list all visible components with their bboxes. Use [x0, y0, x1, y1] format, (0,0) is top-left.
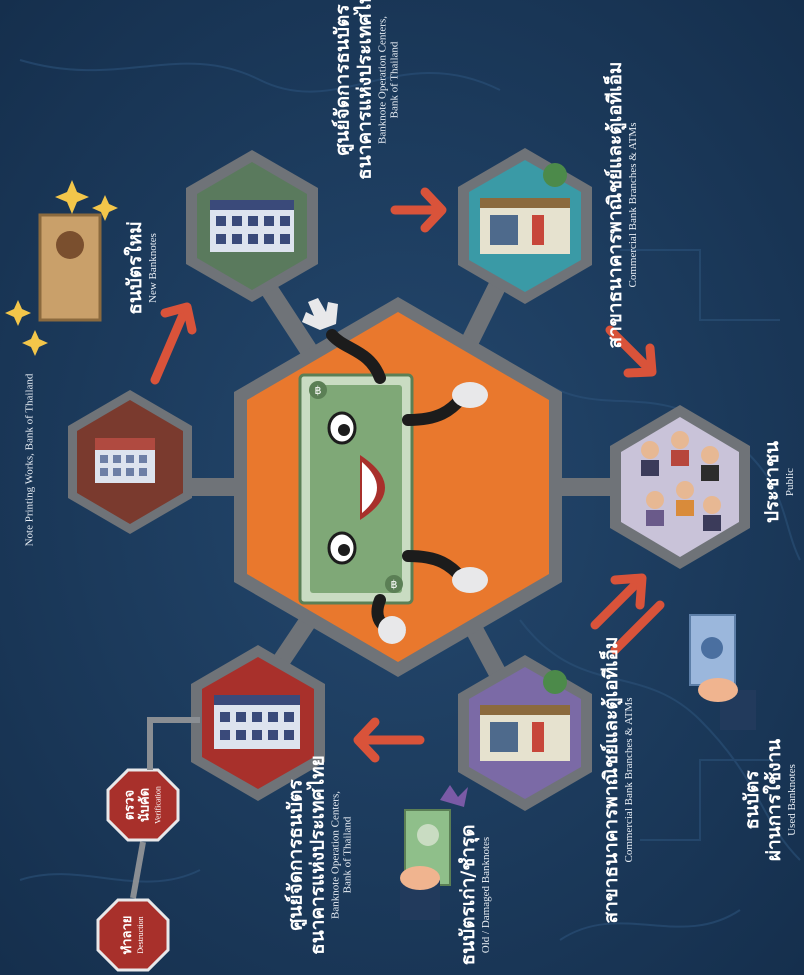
operation-bottom-th2: ธนาคารแห่งประเทศไทย: [306, 755, 329, 955]
used-banknote-hand-icon: [689, 614, 756, 730]
banknote-mascot: ฿ ฿: [298, 298, 488, 644]
destruction-sign: [96, 898, 170, 972]
flow-arrows: [150, 187, 665, 763]
new-banknotes-th: ธนบัตรใหม่: [123, 221, 146, 315]
operation-bottom-en1: Banknote Operation Centers,: [329, 791, 342, 919]
old-damaged-en: Old / Damaged Banknotes: [479, 836, 492, 954]
destruction-path: [130, 717, 200, 899]
used-banknotes-en: Used Banknotes: [785, 764, 798, 836]
verification-th2: นับคัด: [137, 787, 153, 823]
node-operation-top: [186, 150, 318, 302]
commercial-top-th: สาขาธนาคารพาณิชย์และตู้เอทีเอ็ม: [603, 61, 626, 349]
node-printing-works: [68, 390, 192, 534]
destruction-en: Destruction: [135, 916, 145, 954]
operation-bottom-en2: Bank of Thailand: [341, 816, 354, 894]
commercial-bottom-th: สาขาธนาคารพาณิชย์และตู้เอทีเอ็ม: [599, 636, 622, 924]
operation-bottom-th1: ศูนย์จัดการธนบัตร: [284, 779, 307, 931]
public-en: Public: [783, 467, 796, 497]
svg-text:฿: ฿: [315, 384, 322, 397]
operation-top-th1: ศูนย์จัดการธนบัตร: [331, 4, 354, 156]
node-public: [610, 405, 750, 569]
operation-top-th2: ธนาคารแห่งประเทศไทย: [353, 0, 376, 180]
printing-works-en: Note Printing Works, Bank of Thailand: [23, 373, 36, 547]
damaged-banknote-hand-icon: [400, 785, 468, 920]
verification-en: Verification: [153, 786, 163, 824]
commercial-top-en: Commercial Bank Branches & ATMs: [626, 122, 639, 288]
old-damaged-th: ธนบัตรเก่า/ชำรุด: [456, 824, 479, 966]
verification-th1: ตรวจ: [122, 789, 138, 821]
used-banknotes-th1: ธนบัตร: [740, 770, 763, 830]
public-th: ประชาชน: [760, 441, 783, 523]
svg-text:฿: ฿: [391, 578, 398, 591]
commercial-bottom-en: Commercial Bank Branches & ATMs: [622, 697, 635, 863]
node-commercial-bottom: [458, 655, 592, 811]
operation-top-en2: Bank of Thailand: [388, 41, 401, 119]
node-commercial-top: [458, 148, 592, 304]
new-banknotes-en: New Banknotes: [146, 233, 159, 303]
node-operation-bottom: [191, 645, 325, 801]
destruction-th: ทำลาย: [119, 915, 135, 955]
new-banknote-icon: [38, 213, 102, 322]
used-banknotes-th2: ผ่านการใช้งาน: [762, 738, 785, 862]
sparkle-icons: [5, 180, 118, 356]
verification-sign: [106, 768, 180, 842]
operation-top-en1: Banknote Operation Centers,: [376, 16, 389, 144]
